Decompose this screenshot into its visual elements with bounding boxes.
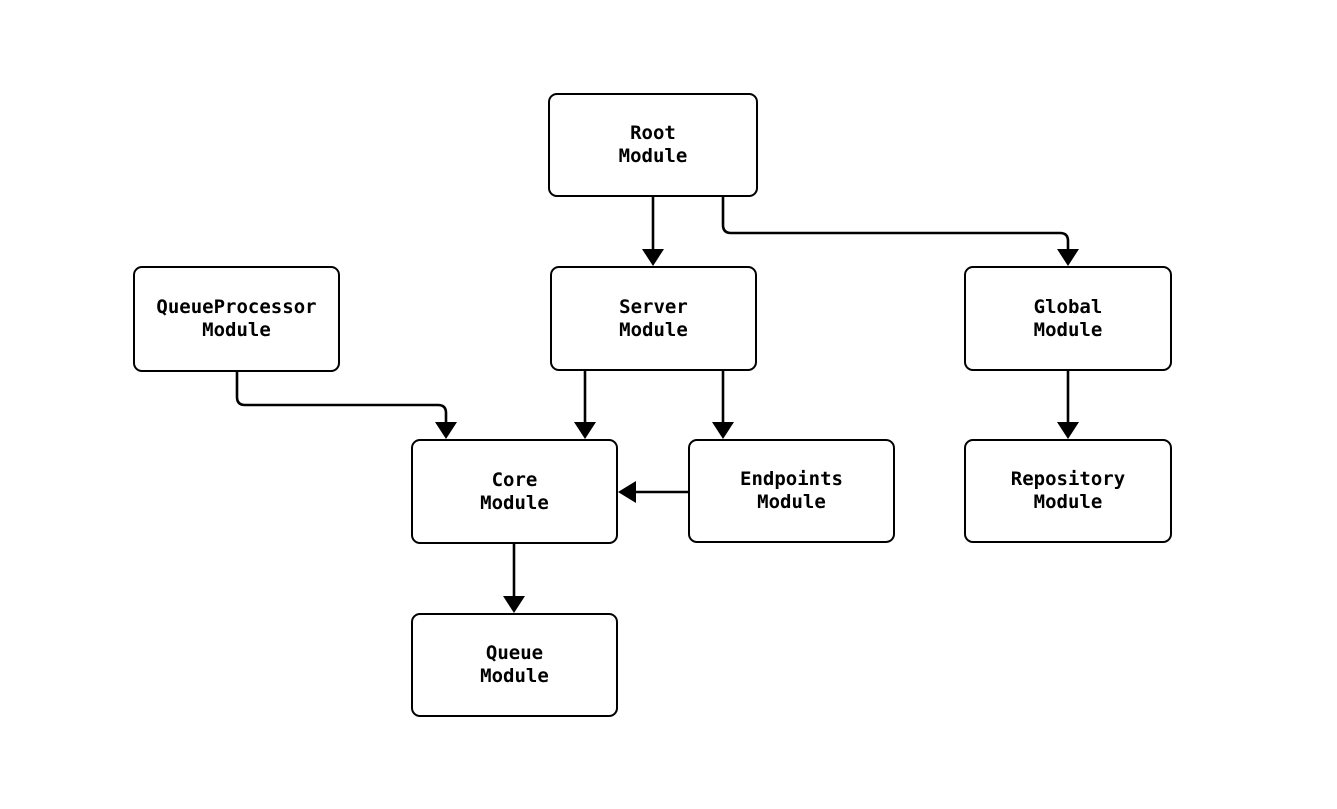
arrowhead-down-icon [1057,422,1079,439]
node-core-module-name: Core [491,468,538,491]
arrowhead-down-icon [642,249,664,266]
node-global-module-suffix: Module [1033,318,1103,341]
node-core-module-suffix: Module [480,491,549,514]
node-server-module: Server Module [550,266,757,371]
node-core-module: Core Module [411,439,618,544]
node-queue-module: Queue Module [411,613,618,717]
edge-core-to-queue [503,544,525,613]
node-global-module-name: Global [1033,295,1103,318]
arrowhead-down-icon [712,422,734,439]
node-endpoints-module: Endpoints Module [688,439,895,543]
node-global-module: Global Module [964,266,1172,371]
arrowhead-down-icon [435,422,457,439]
node-endpoints-module-name: Endpoints [740,468,843,490]
node-repository-module-name: Repository [1010,468,1126,490]
arrowhead-left-icon [618,481,636,503]
node-root-module-name: Root [630,122,676,144]
edge-server-to-endpoints [712,371,734,439]
node-repository-module: Repository Module [964,439,1172,543]
edge-queue-processor-to-core [235,372,457,439]
node-root-module: Root Module [548,93,758,197]
arrowhead-down-icon [503,596,525,613]
node-server-module-name: Server [619,295,688,318]
node-endpoints-module-suffix: Module [757,491,826,513]
node-repository-module-suffix: Module [1033,491,1103,513]
node-queueprocessor-module-name: QueueProcessor [156,296,317,318]
edge-endpoints-to-core [618,481,688,503]
arrowhead-down-icon [574,422,596,439]
edge-root-to-global [721,197,1079,266]
node-queueprocessor-module: QueueProcessor Module [133,266,340,372]
node-root-module-suffix: Module [618,145,688,167]
edge-global-to-repository [1057,371,1079,439]
node-queueprocessor-module-suffix: Module [202,319,271,341]
node-queue-module-suffix: Module [480,665,549,687]
node-queue-module-name: Queue [485,642,544,664]
arrowhead-down-icon [1057,249,1079,266]
edge-server-to-core [574,371,596,439]
edge-root-to-server [642,197,664,266]
node-server-module-suffix: Module [619,318,688,341]
